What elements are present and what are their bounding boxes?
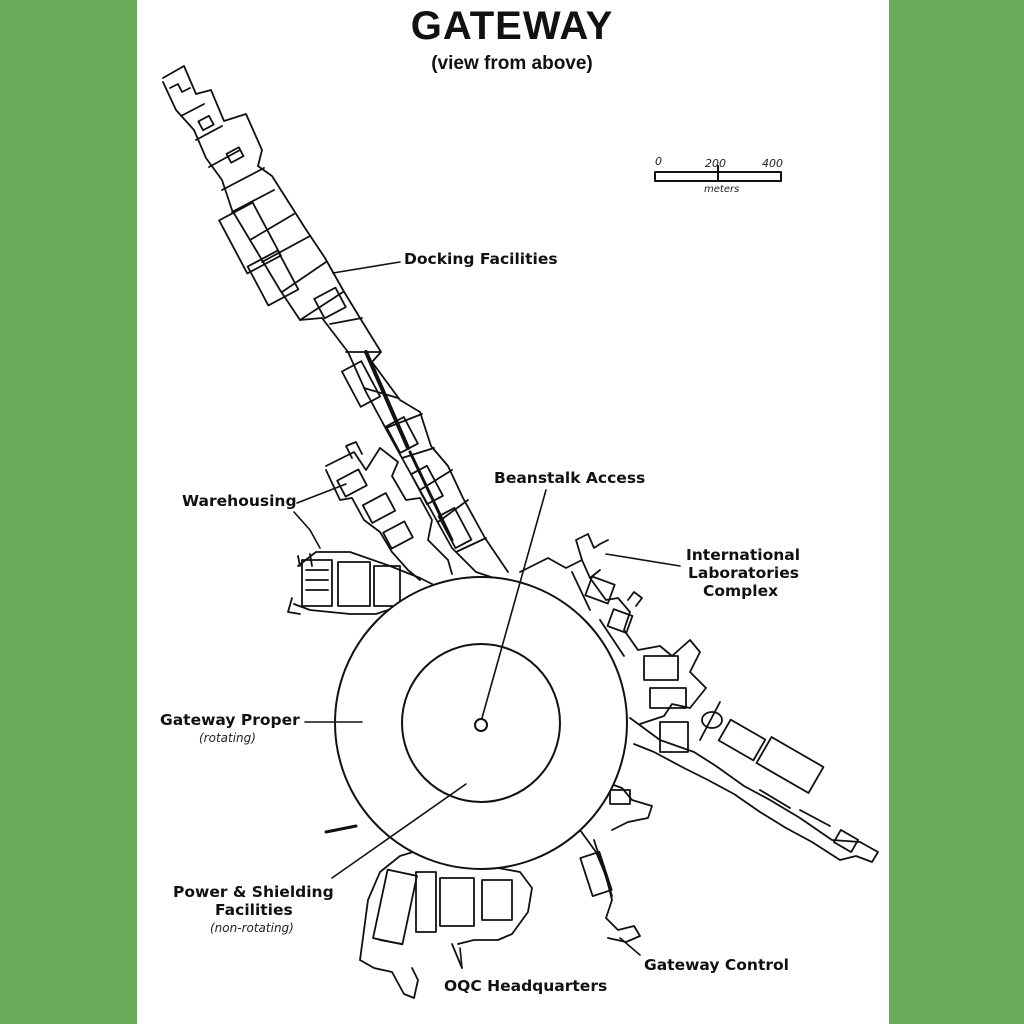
scale-tick-400: 400 [762, 157, 783, 170]
label-docking-facilities: Docking Facilities [404, 250, 558, 268]
docking-arm [162, 65, 509, 581]
label-gateway-proper: Gateway Proper [160, 711, 300, 729]
international-laboratories-module [519, 533, 707, 753]
label-warehousing: Warehousing [182, 492, 297, 510]
label-power-line2: Facilities [215, 901, 293, 919]
warehousing-module [287, 441, 453, 615]
scale-unit: meters [704, 184, 740, 195]
page-subtitle: (view from above) [431, 53, 593, 74]
label-beanstalk-access: Beanstalk Access [494, 469, 646, 487]
label-power-note: (non-rotating) [210, 921, 294, 935]
label-international-line3: Complex [703, 582, 779, 600]
scale-tick-200: 200 [705, 157, 726, 170]
right-arm [629, 701, 879, 863]
label-international-line1: International [686, 546, 801, 564]
gateway-control-module [579, 779, 653, 943]
label-gateway-control: Gateway Control [644, 956, 789, 974]
page-title: GATEWAY [410, 4, 614, 48]
scale-tick-0: 0 [655, 155, 662, 168]
leader-lines [293, 261, 681, 969]
label-international-line2: Laboratories [688, 564, 799, 582]
label-oqc-headquarters: OQC Headquarters [444, 977, 608, 995]
label-gateway-proper-note: (rotating) [199, 731, 256, 745]
scale-bar [654, 165, 782, 182]
label-power-line1: Power & Shielding [173, 883, 334, 901]
gateway-proper-ring [334, 576, 628, 870]
